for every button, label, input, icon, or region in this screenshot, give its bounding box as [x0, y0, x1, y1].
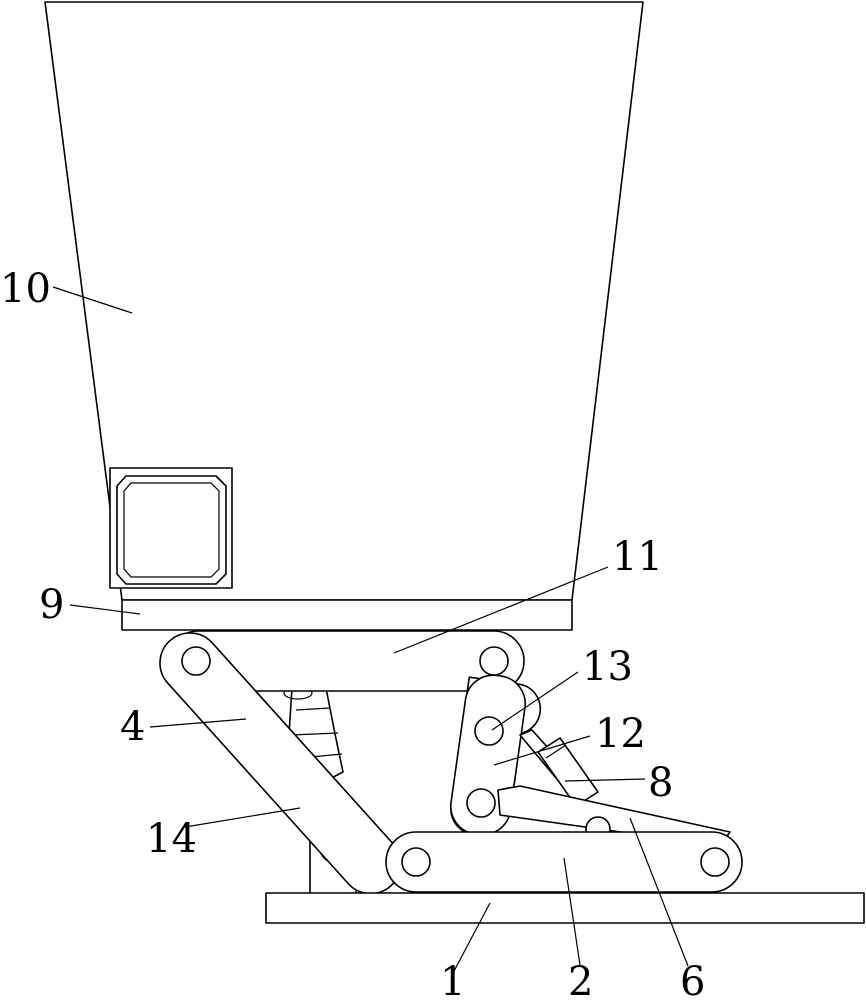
label-1: 1 [440, 959, 465, 1000]
label-2: 2 [568, 959, 593, 1000]
platform-plate [122, 600, 572, 630]
control-box [110, 468, 232, 588]
label-13: 13 [582, 644, 633, 690]
label-11: 11 [612, 534, 663, 580]
base-plate [266, 893, 864, 923]
label-9: 9 [39, 582, 64, 628]
label-8: 8 [648, 760, 673, 806]
label-12: 12 [595, 711, 646, 757]
label-14: 14 [146, 816, 197, 862]
label-4: 4 [120, 704, 145, 750]
leader-14 [185, 808, 300, 827]
label-6: 6 [680, 959, 705, 1000]
label-10: 10 [0, 266, 51, 312]
